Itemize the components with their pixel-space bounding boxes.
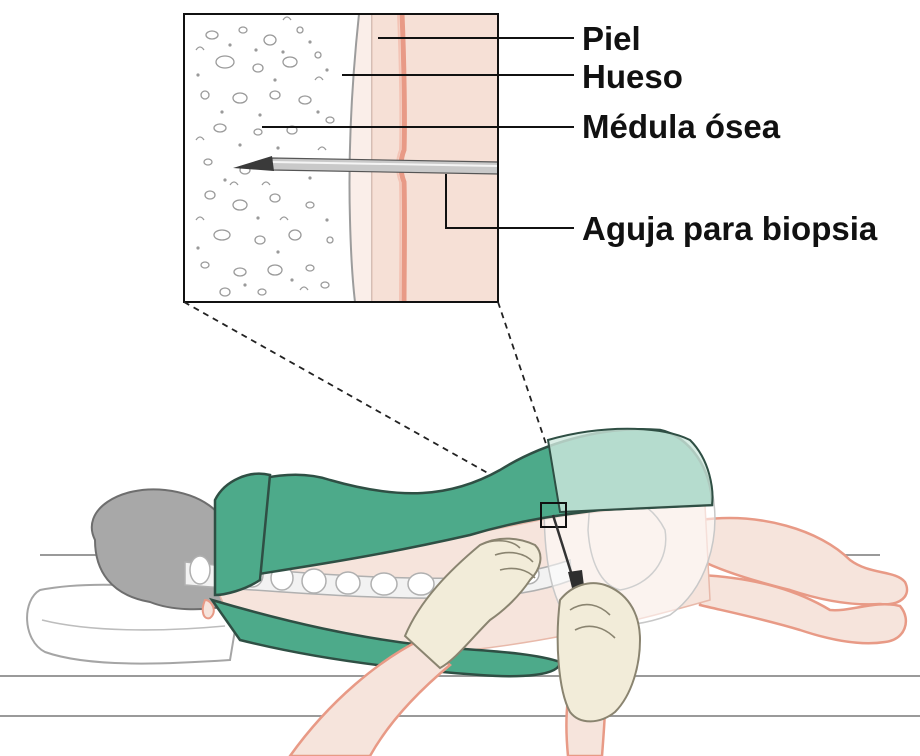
label-needle: Aguja para biopsia <box>582 210 878 247</box>
label-marrow: Médula ósea <box>582 108 781 145</box>
gown-over-hip <box>548 429 712 512</box>
label-skin: Piel <box>582 20 641 57</box>
label-bone: Hueso <box>582 58 683 95</box>
right-gloved-hand <box>558 583 640 756</box>
ear <box>203 600 214 618</box>
skin-layer <box>372 14 498 302</box>
legs <box>700 518 907 643</box>
magnified-inset <box>184 14 498 302</box>
